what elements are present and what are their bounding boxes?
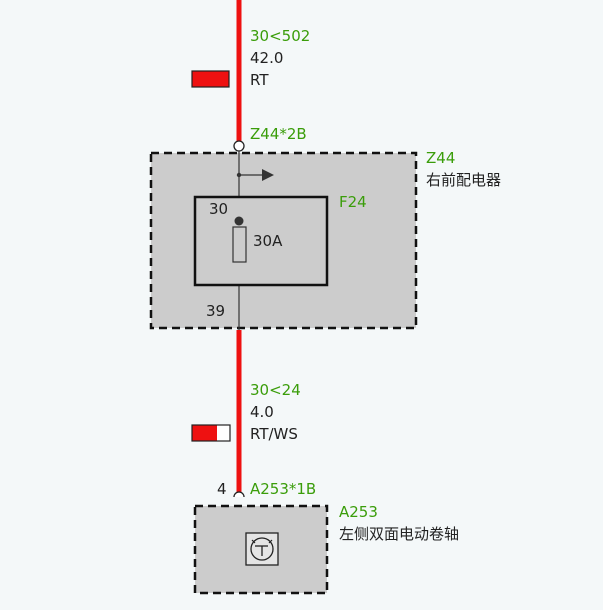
wire-bottom-color-swatch <box>191 424 231 442</box>
fuse-f24-box[interactable] <box>193 195 329 287</box>
wire-bottom-gauge: 4.0 <box>250 403 274 421</box>
fuse-junction-dot <box>234 216 244 226</box>
connector-bottom-label: A253*1B <box>250 480 316 498</box>
component-a253-name: 左侧双面电动卷轴 <box>339 525 459 543</box>
wire-top-color-code: RT <box>250 71 269 89</box>
component-a253-id: A253 <box>339 503 378 521</box>
fuse-f24-pin-in: 30 <box>209 200 228 218</box>
fuse-f24-id: F24 <box>339 193 367 211</box>
wire-bottom-color-code: RT/WS <box>250 425 298 443</box>
fuse-f24-rating: 30A <box>253 232 283 250</box>
connector-bottom-pin[interactable] <box>233 491 245 498</box>
wire-bottom-code: 30<24 <box>250 381 301 399</box>
fuse-icon <box>232 226 247 263</box>
wire-top-code: 30<502 <box>250 27 310 45</box>
connector-bottom-pin-number: 4 <box>217 480 227 498</box>
connector-top-label: Z44*2B <box>250 125 307 143</box>
tap-arrow-icon <box>236 169 274 181</box>
component-z44-name: 右前配电器 <box>426 171 501 189</box>
wire-top-gauge: 42.0 <box>250 49 283 67</box>
connector-top-pin[interactable] <box>233 140 245 152</box>
fuse-f24-pin-out: 39 <box>206 302 225 320</box>
component-z44-id: Z44 <box>426 149 455 167</box>
motor-icon <box>245 532 279 566</box>
wire-top-color-swatch <box>191 70 230 88</box>
